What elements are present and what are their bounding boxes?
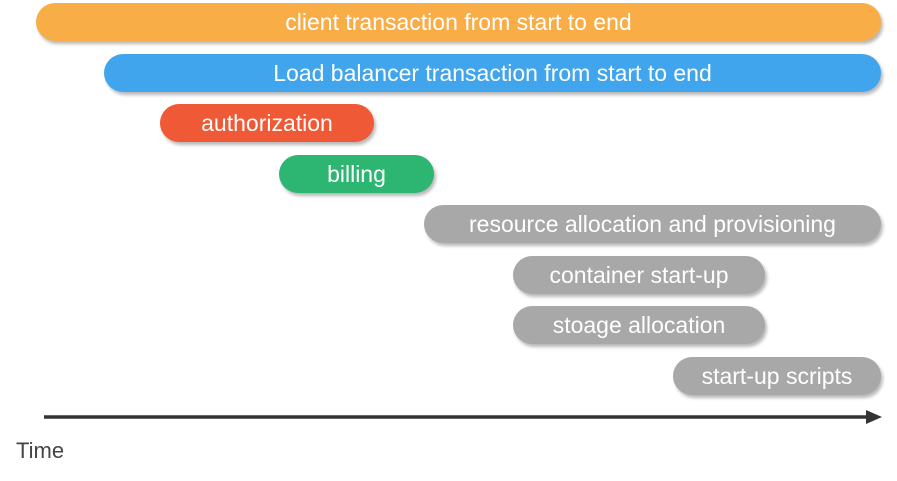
span-label: container start-up: [549, 262, 729, 288]
time-axis-arrow: [44, 410, 882, 424]
span-label: billing: [327, 161, 386, 187]
span-label: client transaction from start to end: [285, 9, 632, 35]
span-label: stoage allocation: [552, 312, 726, 338]
span-start-up-scripts: start-up scripts: [673, 357, 881, 395]
span-authorization: authorization: [160, 104, 374, 142]
time-axis-label: Time: [16, 438, 65, 463]
span-container-start-up: container start-up: [513, 256, 765, 294]
span-billing: billing: [279, 155, 434, 193]
span-client-transaction: client transaction from start to end: [36, 3, 881, 41]
span-label: authorization: [201, 110, 333, 136]
span-label: start-up scripts: [701, 363, 853, 389]
span-resource-allocation: resource allocation and provisioning: [424, 205, 881, 243]
arrowhead-icon: [866, 410, 882, 424]
span-label: Load balancer transaction from start to …: [273, 60, 712, 86]
span-label: resource allocation and provisioning: [469, 211, 836, 237]
span-load-balancer-transaction: Load balancer transaction from start to …: [104, 54, 881, 92]
span-storage-allocation: stoage allocation: [513, 306, 765, 344]
